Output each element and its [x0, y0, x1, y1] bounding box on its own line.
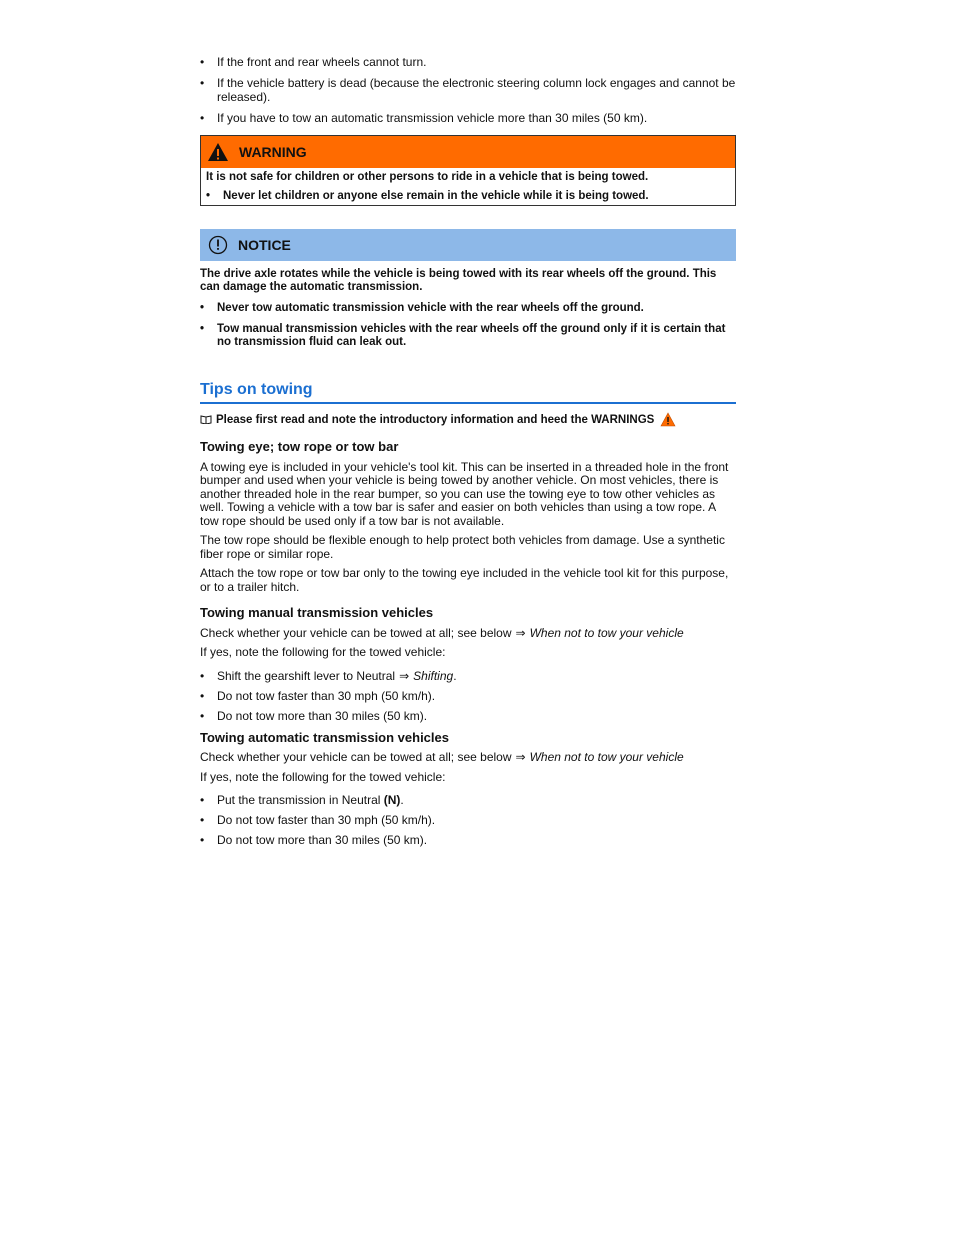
cross-reference-link[interactable]: When not to tow your vehicle [529, 750, 684, 764]
list-item: If the front and rear wheels cannot turn… [200, 55, 736, 69]
book-icon [200, 415, 212, 424]
manual-heading: Towing manual transmission vehicles [200, 605, 434, 620]
automatic-if-yes: If yes, note the following for the towed… [200, 769, 446, 784]
towing-eye-heading: Towing eye; tow rope or tow bar [200, 439, 399, 454]
bullet-text: Put the transmission in Neutral [217, 793, 381, 807]
list-item: Do not tow faster than 30 mph (50 km/h). [200, 689, 736, 703]
manual-if-yes: If yes, note the following for the towed… [200, 645, 446, 659]
notice-bullet: Never tow automatic transmission vehicle… [200, 302, 736, 315]
check-text: Check whether your vehicle can be towed … [200, 625, 512, 640]
period: . [400, 793, 404, 807]
tips-content: Towing eye; tow rope or tow bar A towing… [200, 440, 736, 853]
manual-check: Check whether your vehicle can be towed … [200, 625, 736, 641]
warning-header: WARNING [201, 136, 735, 168]
period: . [453, 668, 457, 683]
notice-bullet: Tow manual transmission vehicles with th… [200, 323, 736, 349]
arrow-glyph: ⇒ [515, 750, 526, 764]
list-item: Do not tow more than 30 miles (50 km). [200, 833, 736, 847]
neutral-label: (N) [383, 793, 401, 807]
paragraph: A towing eye is included in your vehicle… [200, 459, 729, 528]
intro-text: Please first read and note the introduct… [216, 413, 655, 426]
automatic-heading: Towing automatic transmission vehicles [200, 729, 449, 745]
check-text: Check whether your vehicle can be towed … [200, 750, 512, 764]
bullet-text: Shift the gearshift lever to Neutral [217, 668, 396, 683]
list-item: If the vehicle battery is dead (because … [200, 76, 736, 104]
warning-body: It is not safe for children or other per… [201, 168, 735, 206]
warning-title: WARNING [239, 144, 307, 160]
intro-line: Please first read and note the introduct… [200, 412, 676, 427]
warning-text: It is not safe for children or other per… [206, 171, 649, 183]
notice-body: The drive axle rotates while the vehicle… [200, 268, 736, 357]
warning-bullet: Never let children or anyone else remain… [206, 189, 730, 203]
section-title: Tips on towing [200, 381, 736, 404]
paragraph: The tow rope should be flexible enough t… [200, 533, 725, 561]
list-item: Do not tow faster than 30 mph (50 km/h). [200, 813, 736, 827]
warning-triangle-icon[interactable] [660, 412, 676, 427]
arrow-glyph: ⇒ [399, 668, 410, 683]
notice-title: NOTICE [238, 237, 291, 253]
paragraph: Attach the tow rope or tow bar only to t… [200, 566, 729, 594]
cross-reference-link[interactable]: Shifting [413, 668, 454, 683]
list-item: If you have to tow an automatic transmis… [200, 111, 736, 125]
warning-box: WARNING It is not safe for children or o… [200, 135, 736, 206]
top-bullet-list: If the front and rear wheels cannot turn… [200, 55, 736, 132]
list-item: Do not tow more than 30 miles (50 km). [200, 709, 736, 723]
automatic-check: Check whether your vehicle can be towed … [200, 750, 736, 765]
list-item: Put the transmission in Neutral (N). [200, 793, 736, 807]
list-item: Shift the gearshift lever to Neutral⇒Shi… [200, 669, 736, 683]
arrow-glyph: ⇒ [515, 625, 526, 640]
notice-text: The drive axle rotates while the vehicle… [200, 268, 717, 293]
warning-triangle-icon [208, 143, 228, 161]
notice-header: NOTICE [200, 229, 736, 261]
cross-reference-link[interactable]: When not to tow your vehicle [529, 625, 684, 640]
exclamation-circle-icon [208, 235, 228, 255]
